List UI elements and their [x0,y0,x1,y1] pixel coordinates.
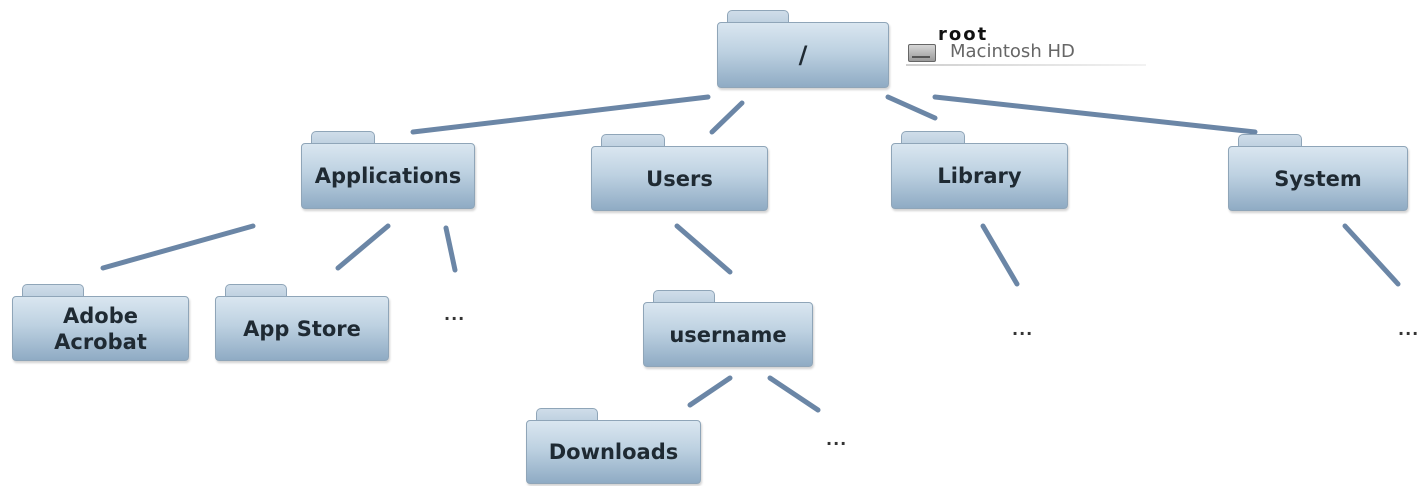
link-applications-appstore [335,223,391,271]
folder-adobe-acrobat-label: Adobe Acrobat [12,296,189,361]
folder-downloads[interactable]: Downloads [526,408,701,484]
link-username-downloads [687,375,733,408]
applications-more-ellipsis: ... [444,305,466,324]
folder-system-label: System [1228,146,1408,211]
folder-username-label: username [643,302,813,367]
folder-username[interactable]: username [643,290,813,367]
link-applications-more [443,225,458,273]
library-more-ellipsis: ... [1012,320,1034,339]
link-root-library [885,94,938,121]
folder-adobe-acrobat-line1: Adobe [62,303,138,328]
link-users-username [674,223,733,275]
volume-badge: root Macintosh HD [906,24,1146,66]
folder-app-store-label: App Store [215,296,389,361]
link-system-more [1342,223,1401,287]
link-root-users [709,100,745,135]
folder-users[interactable]: Users [591,134,768,211]
link-username-more [767,375,821,413]
folder-users-label: Users [591,146,768,211]
folder-root-label: / [717,22,889,88]
link-root-applications [410,94,711,135]
folder-adobe-acrobat-line2: Acrobat [54,329,147,354]
folder-library-label: Library [891,143,1068,209]
folder-app-store[interactable]: App Store [215,284,389,361]
hard-drive-icon [908,44,936,62]
link-root-system [932,94,1258,135]
volume-root-text: root [938,24,989,45]
folder-system[interactable]: System [1228,134,1408,211]
folder-applications[interactable]: Applications [301,131,475,209]
folder-applications-label: Applications [301,143,475,209]
folder-library[interactable]: Library [891,131,1068,209]
folder-downloads-label: Downloads [526,420,701,484]
link-applications-adobe [100,223,256,271]
link-library-more [980,223,1020,287]
system-more-ellipsis: ... [1398,320,1420,339]
folder-root[interactable]: / [717,10,889,88]
username-more-ellipsis: ... [826,430,848,449]
folder-adobe-acrobat[interactable]: Adobe Acrobat [12,284,189,361]
volume-name: Macintosh HD [950,41,1075,62]
